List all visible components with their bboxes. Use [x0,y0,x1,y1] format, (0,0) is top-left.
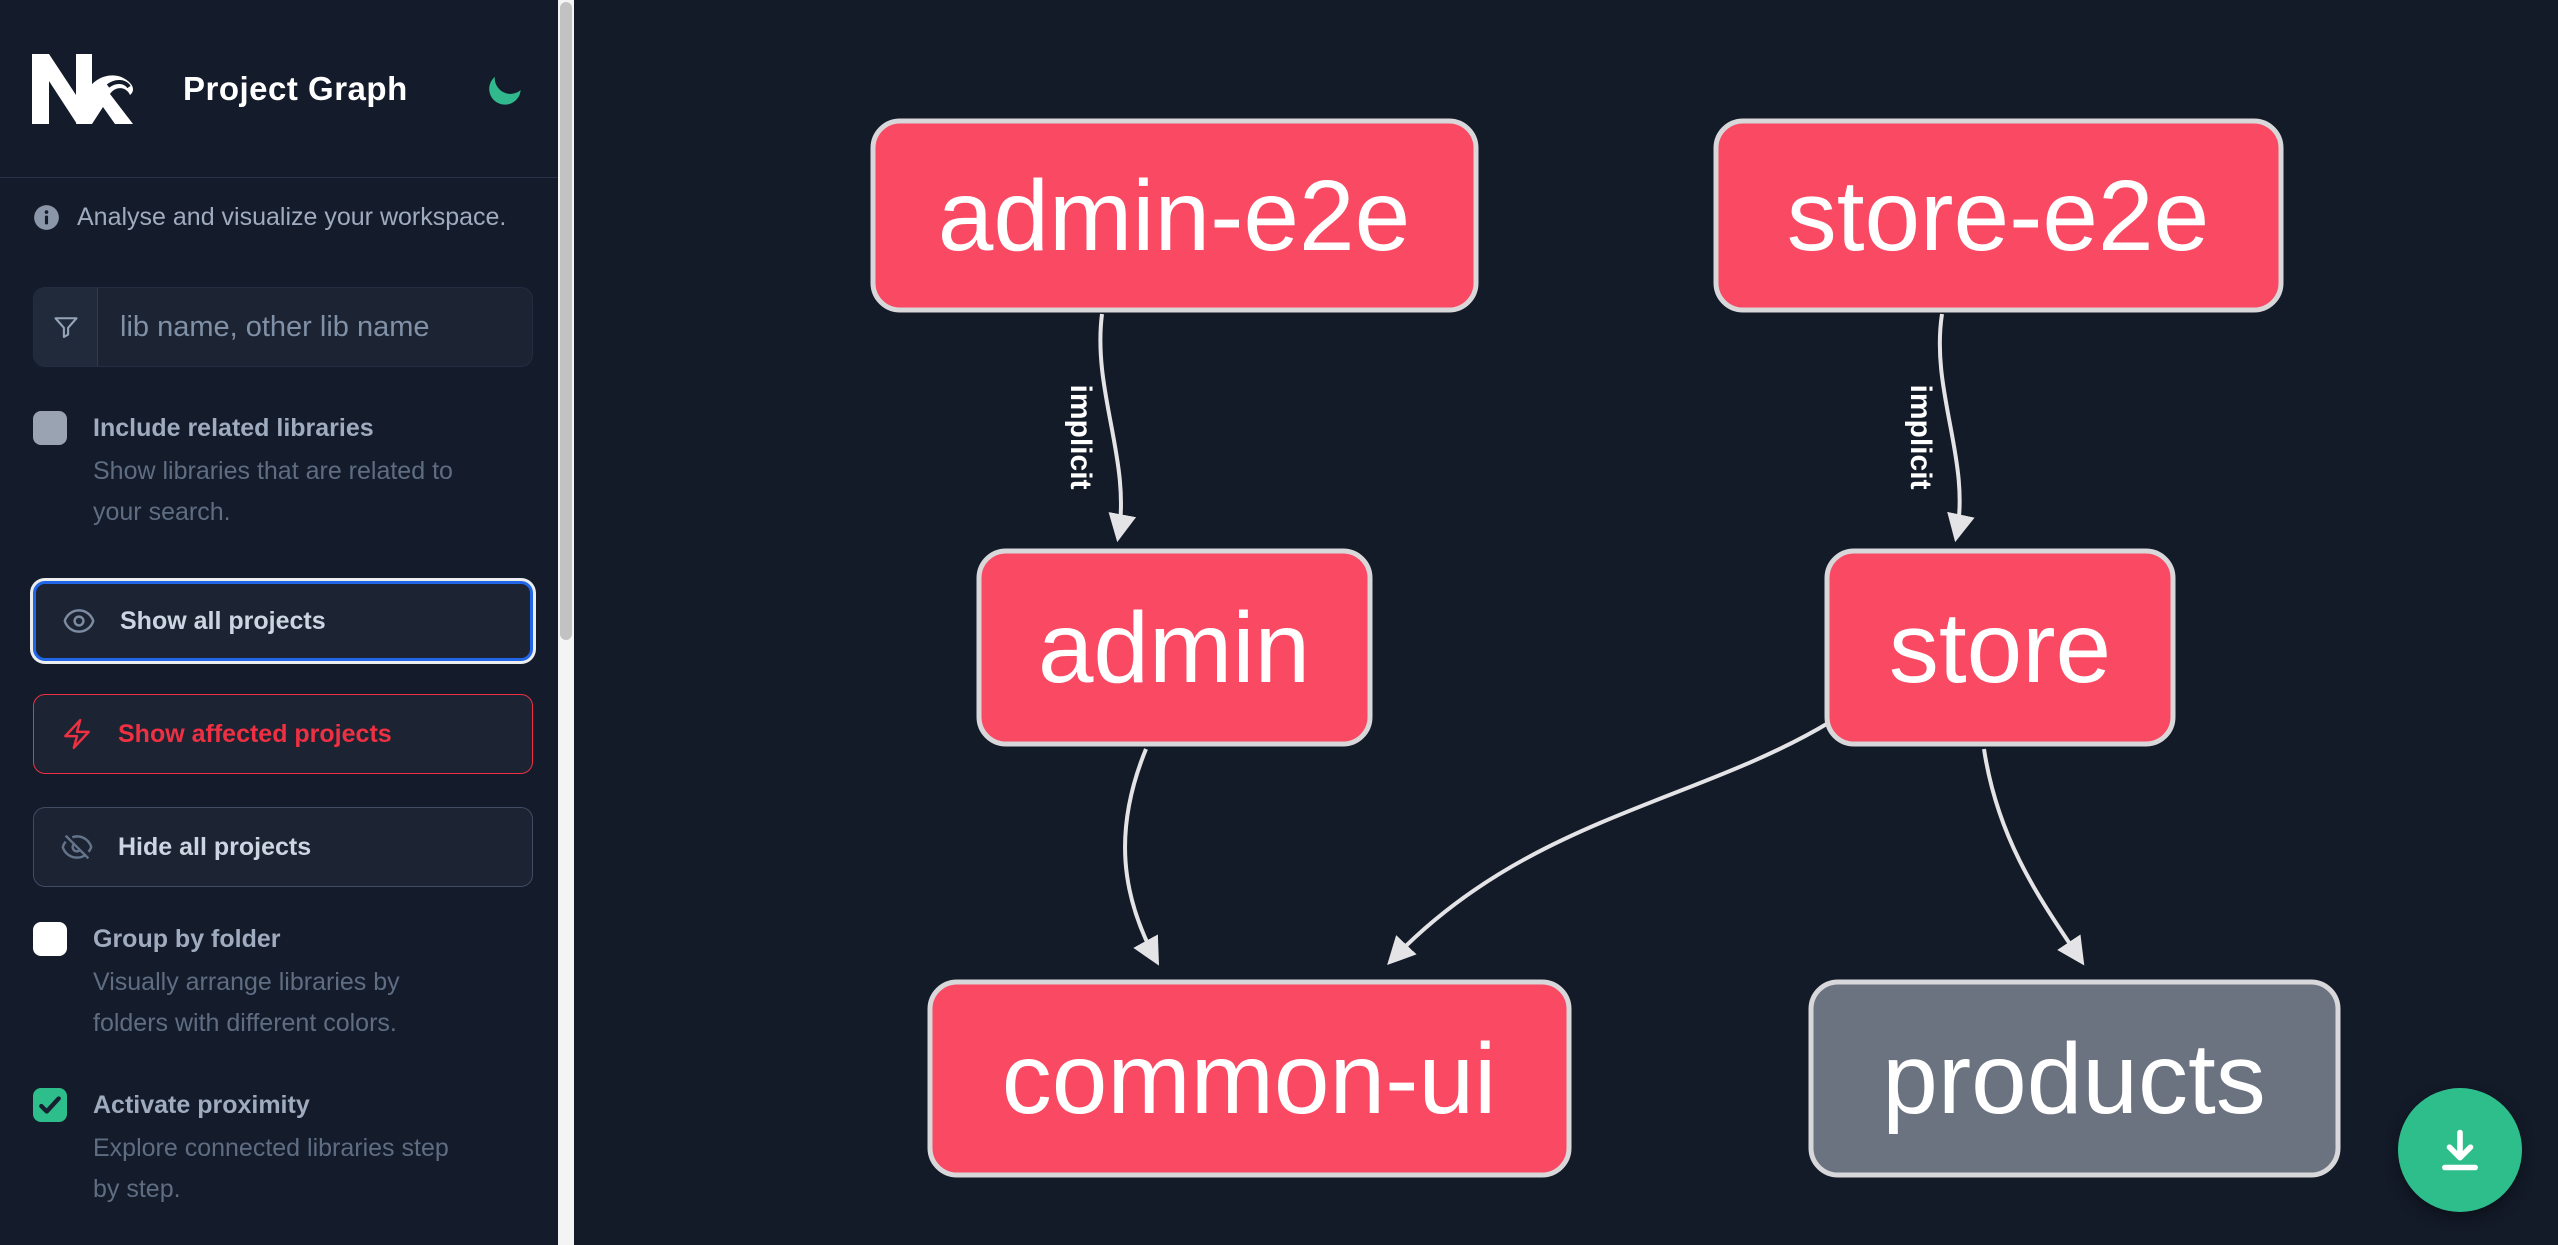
checkbox-row-include-related: Include related libraries Show libraries… [33,409,530,533]
download-image-button[interactable] [2398,1088,2522,1212]
filter-box [33,287,533,367]
checkbox-row-activate-proximity: Activate proximity Explore connected lib… [33,1086,530,1210]
check-icon [39,1096,61,1114]
scrollbar-thumb[interactable] [560,2,572,640]
node-label: admin [1038,592,1310,704]
node-admin[interactable]: admin [976,548,1373,747]
group-by-folder-checkbox[interactable] [33,922,67,956]
project-graph-svg: implicit implicit admin-e2e store-e2e ad… [870,118,2341,1178]
funnel-icon [53,317,78,338]
download-icon [2442,1129,2478,1171]
sidebar-scrollbar[interactable] [558,0,574,1245]
checkbox-description: Show libraries that are related to your … [93,457,453,526]
edge-label-implicit: implicit [1064,384,1097,489]
node-label: store-e2e [1787,160,2209,272]
edge-label-implicit: implicit [1904,384,1937,489]
bolt-icon [64,718,90,750]
sidebar-body: Analyse and visualize your workspace. In… [0,203,558,1245]
sidebar-header: Project Graph [0,0,558,178]
node-label: store [1889,592,2111,704]
hide-all-projects-button[interactable]: Hide all projects [33,807,533,887]
node-store-e2e[interactable]: store-e2e [1713,118,2284,313]
node-label: admin-e2e [938,160,1411,272]
eye-slash-icon [61,834,93,860]
theme-toggle-button[interactable] [482,66,528,112]
project-visibility-buttons: Show all projects Show affected projects… [33,581,533,887]
edge-admin-common-ui[interactable] [1123,748,1160,966]
checkbox-description: Visually arrange libraries by folders wi… [93,968,400,1037]
edge-admin-e2e-admin[interactable] [1098,313,1137,543]
checkbox-label: Activate proximity [93,1091,310,1119]
tagline-row: Analyse and visualize your workspace. [33,203,530,232]
button-label: Show affected projects [118,719,392,748]
filter-icon-cell [34,288,98,366]
eye-icon [63,609,95,633]
node-store[interactable]: store [1824,548,2176,747]
edge-store-products[interactable] [1982,748,2085,966]
include-related-checkbox[interactable] [33,411,67,445]
node-common-ui[interactable]: common-ui [927,979,1572,1178]
activate-proximity-checkbox[interactable] [33,1088,67,1122]
checkbox-label: Group by folder [93,925,281,953]
sidebar: Project Graph Analyse and visualize your… [0,0,558,1245]
button-label: Hide all projects [118,832,312,861]
node-products[interactable]: products [1808,979,2341,1178]
show-all-projects-button[interactable]: Show all projects [33,581,533,661]
button-label: Show all projects [120,606,326,635]
moon-icon [489,76,521,105]
node-admin-e2e[interactable]: admin-e2e [870,118,1479,313]
graph-canvas[interactable]: implicit implicit admin-e2e store-e2e ad… [574,0,2558,1245]
show-affected-projects-button[interactable]: Show affected projects [33,694,533,774]
node-label: products [1882,1023,2266,1135]
node-label: common-ui [1002,1023,1497,1135]
tagline-text: Analyse and visualize your workspace. [77,203,507,231]
checkbox-label: Include related libraries [93,414,374,442]
edge-store-e2e-store[interactable] [1937,313,1975,543]
edges [1098,313,2085,966]
filter-input[interactable] [98,288,532,366]
nx-logo [32,53,133,124]
checkbox-description: Explore connected libraries step by step… [93,1134,449,1203]
page-title: Project Graph [183,69,408,107]
info-icon [34,205,59,230]
edge-store-common-ui[interactable] [1387,720,1832,966]
checkbox-row-group-by-folder: Group by folder Visually arrange librari… [33,920,530,1044]
